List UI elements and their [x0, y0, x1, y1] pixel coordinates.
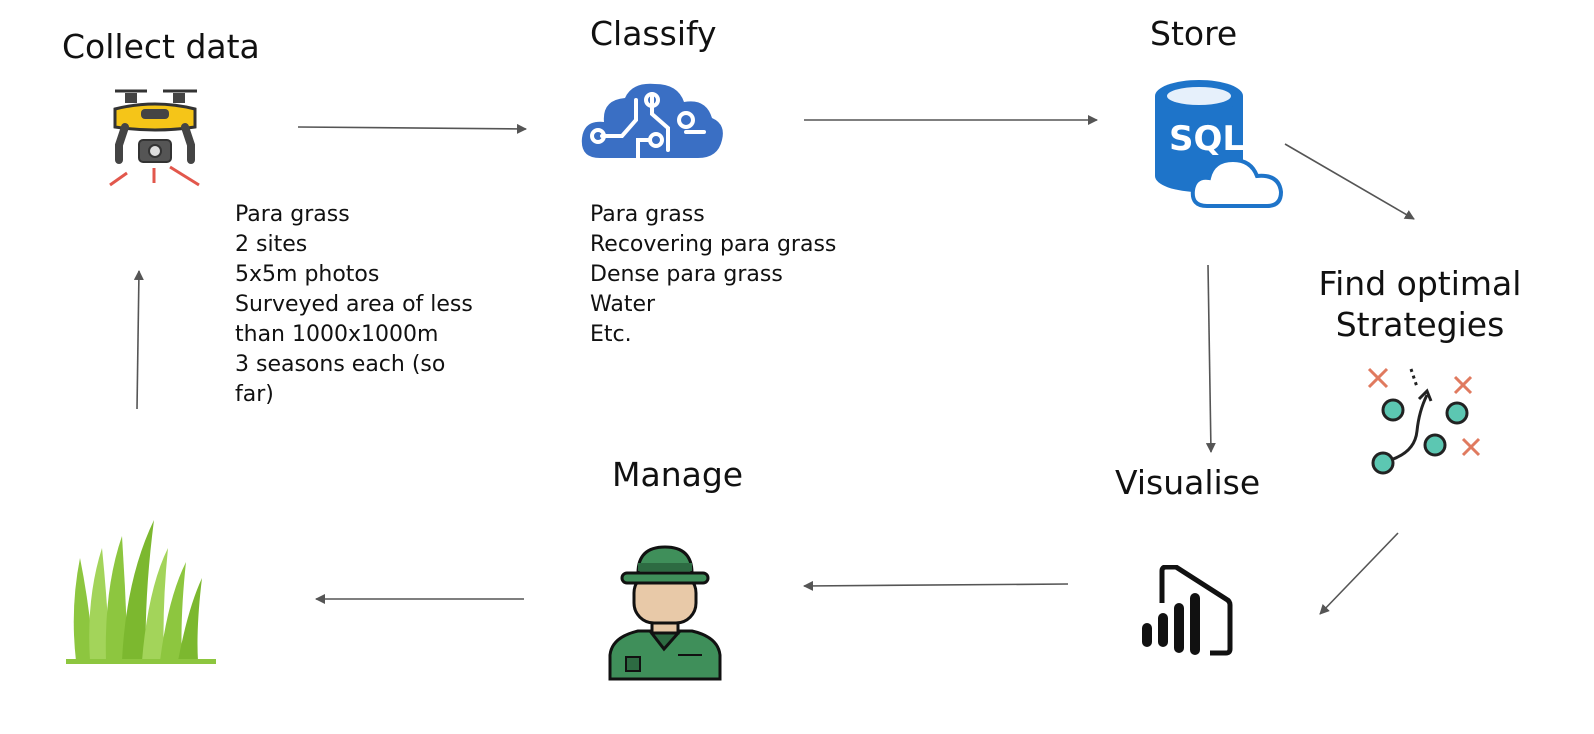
drone-icon	[109, 89, 200, 187]
list-item: Etc.	[590, 322, 632, 347]
ai-cloud-icon	[581, 83, 723, 160]
arrow-store-to-optimize	[1284, 143, 1415, 220]
power-bi-icon	[1142, 565, 1233, 656]
classify-notes: Para grass Recovering para grass Dense p…	[590, 200, 836, 350]
list-item: 3 seasons each (so	[235, 352, 446, 377]
arrow-optimize-to-visualise	[1319, 532, 1399, 615]
arrow-visualise-to-manage	[803, 580, 1069, 591]
list-item: Surveyed area of less	[235, 292, 473, 317]
manage-title: Manage	[612, 455, 744, 494]
classify-title: Classify	[590, 14, 717, 53]
collect-data-title: Collect data	[62, 27, 260, 66]
list-item: 5x5m photos	[235, 262, 380, 287]
collect-notes: Para grass 2 sites 5x5m photos Surveyed …	[235, 200, 473, 410]
list-item: Para grass	[235, 202, 350, 227]
list-item: Recovering para grass	[590, 232, 837, 257]
arrow-grass-to-collect	[133, 270, 144, 410]
visualise-title: Visualise	[1115, 463, 1261, 502]
store-title: Store	[1150, 14, 1238, 53]
find-optimal-strategies-title: Find optimal Strategies	[1310, 263, 1530, 345]
list-item: than 1000x1000m	[235, 322, 439, 347]
sql-label: SQL	[1169, 119, 1244, 159]
list-item: Dense para grass	[590, 262, 783, 287]
strategy-icon	[1367, 367, 1481, 475]
title-line-1: Find optimal	[1318, 264, 1522, 303]
list-item: Para grass	[590, 202, 705, 227]
arrow-collect-to-classify	[297, 123, 527, 134]
ranger-icon	[608, 545, 722, 681]
list-item: Water	[590, 292, 656, 317]
grass-icon	[66, 520, 216, 664]
list-item: far)	[235, 382, 274, 407]
arrow-store-to-visualise	[1205, 264, 1216, 453]
list-item: 2 sites	[235, 232, 308, 257]
title-line-2: Strategies	[1335, 305, 1505, 344]
sql-database-icon: SQL	[1155, 80, 1284, 208]
